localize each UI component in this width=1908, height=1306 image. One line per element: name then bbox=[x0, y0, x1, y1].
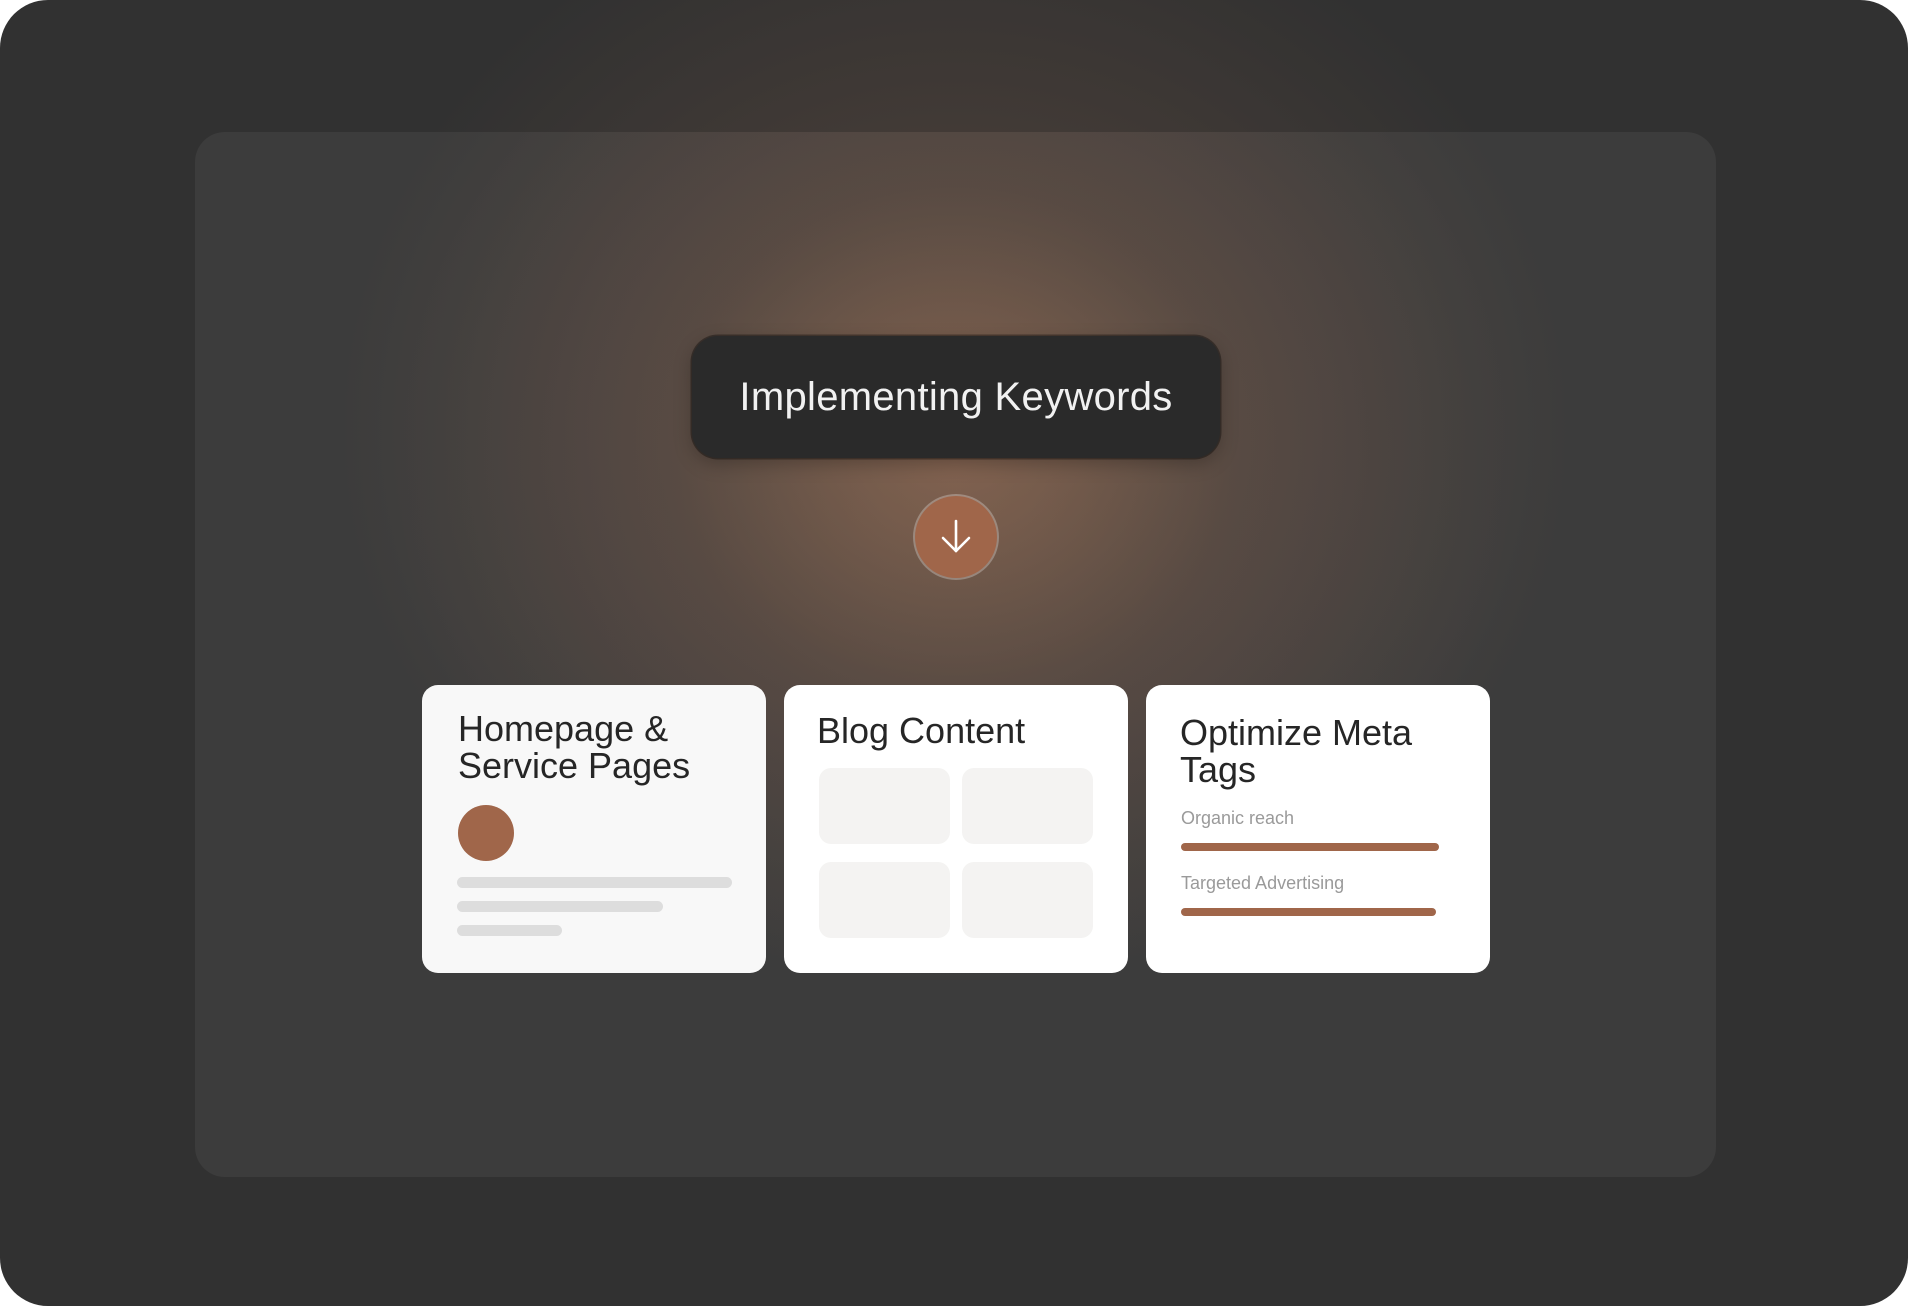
step-pill: Implementing Keywords bbox=[692, 336, 1220, 458]
bar-organic-reach bbox=[1181, 843, 1439, 851]
card-title-line: Service Pages bbox=[458, 745, 691, 786]
card-title-line: Optimize Meta bbox=[1180, 712, 1413, 753]
step-label: Implementing Keywords bbox=[739, 374, 1173, 419]
blog-thumbnail bbox=[962, 768, 1093, 844]
blog-thumbnail bbox=[819, 862, 950, 938]
placeholder-line bbox=[457, 901, 663, 912]
placeholder-line bbox=[457, 877, 732, 888]
bar-targeted-advertising bbox=[1181, 908, 1439, 916]
card-homepage-service-pages[interactable]: Homepage & Service Pages bbox=[422, 685, 766, 973]
card-title: Blog Content bbox=[817, 710, 1026, 751]
card-title-line: Tags bbox=[1180, 749, 1257, 790]
arrow-down-button[interactable] bbox=[915, 496, 997, 578]
bar-label-organic-reach: Organic reach bbox=[1181, 808, 1295, 828]
avatar bbox=[458, 805, 514, 861]
bar-fill bbox=[1181, 843, 1439, 851]
card-title: Homepage & Service Pages bbox=[458, 710, 746, 784]
blog-thumbnail bbox=[819, 768, 950, 844]
panel-glow bbox=[195, 132, 1716, 1177]
bar-label-targeted-advertising: Targeted Advertising bbox=[1181, 873, 1345, 893]
bar-fill bbox=[1181, 908, 1437, 916]
content-panel bbox=[195, 132, 1716, 1177]
card-optimize-meta-tags[interactable]: Optimize Meta Tags Organic reach Targete… bbox=[1146, 685, 1490, 973]
placeholder-line bbox=[457, 925, 562, 936]
card-title-line: Homepage & bbox=[458, 708, 669, 749]
card-blog-content[interactable]: Blog Content bbox=[784, 685, 1128, 973]
arrow-down-icon bbox=[941, 519, 971, 553]
card-title: Optimize Meta Tags bbox=[1180, 714, 1470, 788]
blog-thumbnail bbox=[962, 862, 1093, 938]
